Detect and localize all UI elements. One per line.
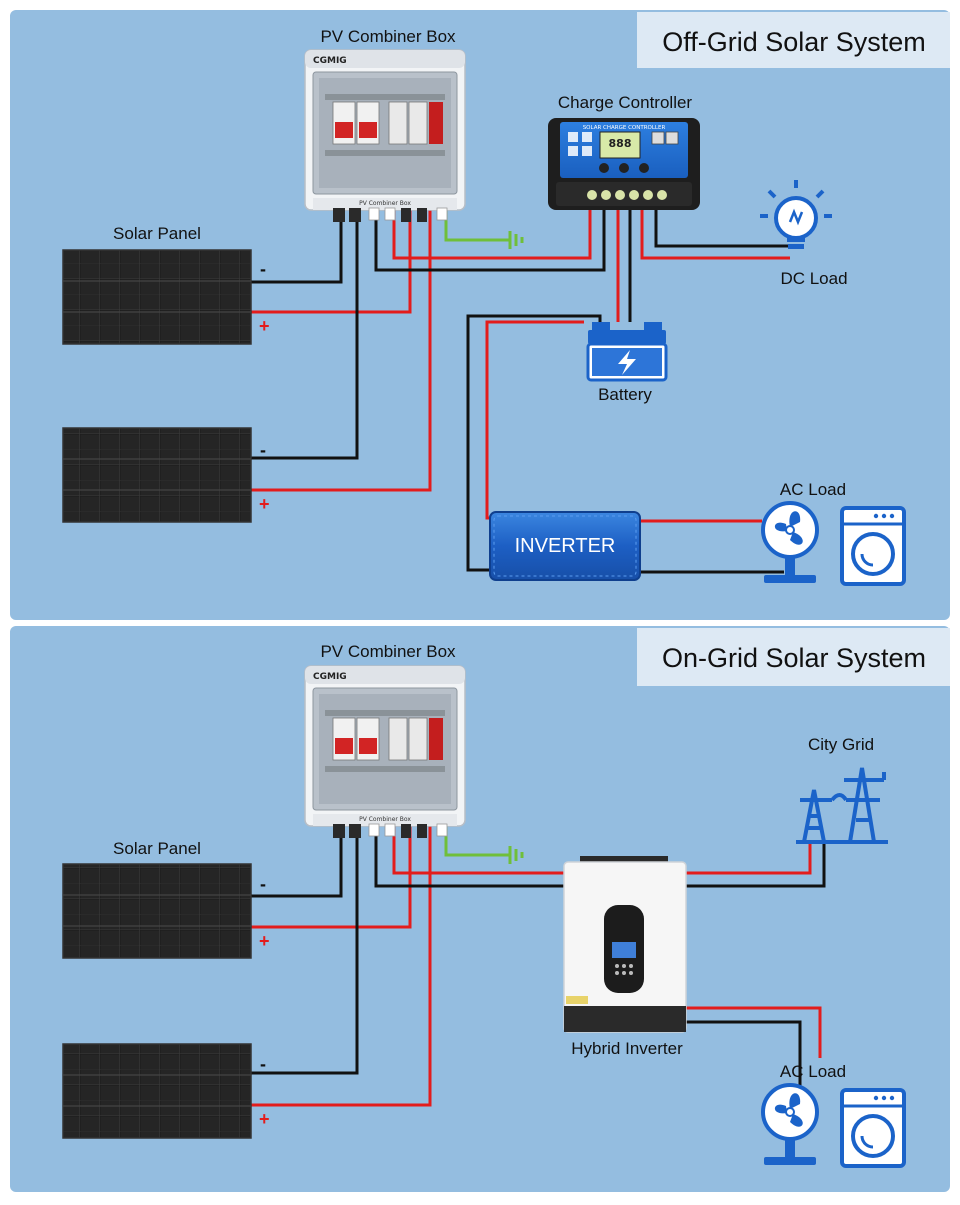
- inverter-text: INVERTER: [515, 535, 616, 557]
- battery-icon: [586, 322, 668, 382]
- on-grid-section: On-Grid Solar System PV Combiner Box: [10, 626, 950, 1192]
- charge-controller-brand-text: SOLAR CHARGE CONTROLLER: [583, 125, 666, 131]
- off-grid-panel-2-negative: -: [260, 440, 266, 460]
- off-grid-solar-panel-1: [62, 249, 252, 345]
- charge-controller: SOLAR CHARGE CONTROLLER 888: [548, 118, 700, 210]
- on-grid-panel-1-negative: -: [260, 874, 266, 894]
- off-grid-section: Off-Grid Solar System: [10, 10, 950, 620]
- on-grid-solar-panel-2: [62, 1043, 252, 1139]
- bulb-icon: [760, 180, 832, 249]
- dc-load-label: DC Load: [780, 269, 847, 288]
- on-grid-combiner-label: PV Combiner Box: [320, 642, 456, 661]
- on-grid-wiring: [250, 826, 826, 1107]
- off-grid-solar-label: Solar Panel: [113, 224, 201, 243]
- off-grid-combiner-brand: CGMIG: [313, 56, 347, 66]
- off-grid-title: Off-Grid Solar System: [662, 27, 926, 57]
- on-grid-title: On-Grid Solar System: [662, 643, 926, 673]
- inverter-box: INVERTER: [489, 511, 641, 581]
- off-grid-panel-1-negative: -: [260, 259, 266, 279]
- charge-controller-display: 888: [609, 137, 632, 150]
- charge-controller-label: Charge Controller: [558, 93, 693, 112]
- power-tower-icon: [796, 767, 888, 844]
- off-grid-title-box: [637, 12, 950, 68]
- on-grid-washing-machine-icon: [840, 1088, 906, 1168]
- city-grid-label: City Grid: [808, 735, 874, 754]
- on-grid-panel-1-positive: +: [259, 931, 270, 951]
- on-grid-panel-2-negative: -: [260, 1054, 266, 1074]
- hybrid-inverter: [563, 856, 687, 1033]
- off-grid-ground-symbol: [508, 231, 524, 249]
- on-grid-solar-label: Solar Panel: [113, 839, 201, 858]
- washing-machine-icon: [840, 506, 906, 586]
- on-grid-combiner-box: CGMIG PV Combiner Box: [304, 665, 466, 839]
- off-grid-panel-2-positive: +: [259, 494, 270, 514]
- on-grid-solar-panel-1: [62, 863, 252, 959]
- off-grid-solar-panel-2: [62, 427, 252, 523]
- off-grid-combiner-box: CGMIG PV Combiner Box: [304, 49, 466, 223]
- off-grid-combiner-inner-label: PV Combiner Box: [359, 200, 411, 207]
- off-grid-combiner-label: PV Combiner Box: [320, 27, 456, 46]
- on-grid-ac-load-label: AC Load: [780, 1062, 846, 1081]
- on-grid-combiner-brand: CGMIG: [313, 672, 347, 682]
- on-grid-combiner-inner-label: PV Combiner Box: [359, 816, 411, 823]
- hybrid-inverter-label: Hybrid Inverter: [571, 1039, 683, 1058]
- on-grid-title-box: [637, 628, 950, 686]
- on-grid-panel-2-positive: +: [259, 1109, 270, 1129]
- off-grid-ac-load-label: AC Load: [780, 480, 846, 499]
- battery-label: Battery: [598, 385, 652, 404]
- on-grid-ground-symbol: [508, 846, 524, 864]
- off-grid-panel-1-positive: +: [259, 316, 270, 336]
